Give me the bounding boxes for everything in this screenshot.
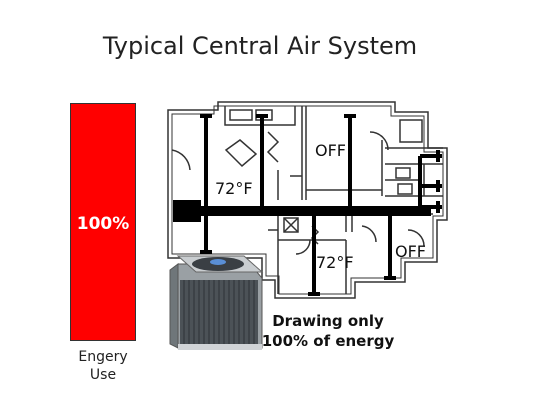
caption-line1: Drawing only bbox=[272, 312, 384, 330]
bedroom-temp: 72°F bbox=[316, 253, 354, 272]
energy-use-fill bbox=[71, 104, 135, 340]
energy-use-caption: Engery Use bbox=[63, 348, 143, 384]
energy-caption-line2: Use bbox=[89, 367, 117, 383]
diagram-title: Typical Central Air System bbox=[102, 32, 418, 60]
energy-use-bar: 100% bbox=[70, 103, 136, 341]
energy-caption-line1: Engery bbox=[78, 349, 128, 365]
duct-system bbox=[173, 114, 442, 296]
air-conditioner-unit-icon bbox=[169, 255, 264, 350]
energy-percent-label: 100% bbox=[76, 214, 130, 234]
top-room-status: OFF bbox=[315, 141, 346, 160]
energy-caption: Drawing only 100% of energy bbox=[248, 311, 408, 351]
caption-line2: 100% of energy bbox=[261, 332, 395, 350]
living-room-temp: 72°F bbox=[215, 179, 253, 198]
right-room-status: OFF bbox=[395, 242, 426, 261]
